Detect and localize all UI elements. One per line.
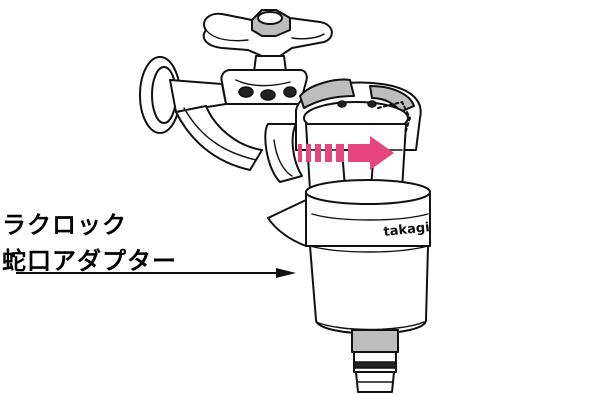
faucet-handle (204, 10, 332, 56)
adapter-body: takagi (268, 180, 430, 334)
product-label-line-2: 蛇口アダプター (2, 241, 177, 276)
product-label-line-1: ラクロック (2, 205, 127, 240)
hose-connector (352, 330, 398, 392)
faucet-body (221, 56, 306, 104)
